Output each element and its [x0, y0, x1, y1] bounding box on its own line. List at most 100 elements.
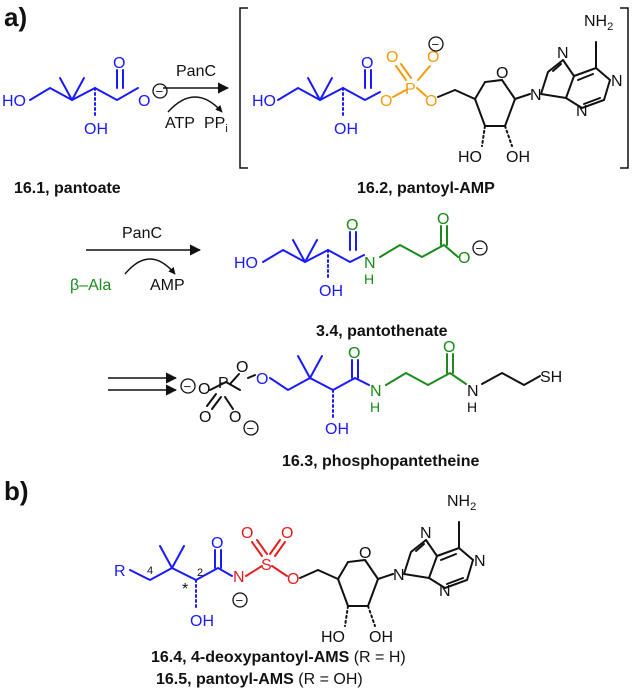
p-163-o-bottom-left: O — [199, 409, 211, 426]
svg-text:−: − — [432, 37, 440, 52]
amp-ho: HO — [252, 93, 276, 110]
label-16-5: 16.5, pantoyl-AMS (R = OH) — [156, 671, 363, 688]
adenine-n3-162: N — [576, 103, 588, 120]
p-163-charge-left: − — [180, 378, 196, 394]
step2-enzyme: PanC — [122, 225, 162, 242]
adenine-nh2-162: NH2 — [584, 13, 613, 33]
pantoate-o: O — [138, 93, 150, 110]
amp-bridge-o: O — [380, 93, 392, 110]
ribose-o-ams: O — [359, 545, 371, 562]
phosphate-group — [392, 63, 431, 98]
step1-ppi: PPi — [204, 115, 228, 135]
adenine-n1-162: N — [611, 73, 623, 90]
adenine-n9-ams: N — [393, 567, 405, 584]
arrow-step1-curve — [167, 96, 223, 113]
phosphate-o-double: O — [386, 49, 398, 66]
ribose-o-162: O — [496, 65, 508, 82]
molecule-phosphopantetheine-cysteamine — [481, 371, 541, 387]
label-16-3: 16.3, phosphopantetheine — [282, 453, 479, 470]
ams-so-left: O — [241, 525, 253, 542]
svg-text:−: − — [184, 379, 192, 394]
pantothenate-carboxy-o: O — [437, 211, 449, 228]
molecule-pantothenate-alanine — [379, 225, 459, 259]
p-163-h2: H — [467, 399, 477, 415]
molecule-pantoyl-amp-pantoyl — [277, 69, 381, 119]
pantothenate-h: H — [364, 271, 374, 287]
label-16-4: 16.4, 4-deoxypantoyl-AMS (R = H) — [151, 649, 406, 666]
p-163-charge-bottom: − — [243, 420, 259, 436]
ams-star: * — [182, 581, 188, 598]
ribose-ho-ams: HO — [321, 629, 345, 646]
ribose-ho-162: HO — [458, 149, 482, 166]
step2-beta-ala: β–Ala — [70, 277, 111, 294]
ams-s: S — [261, 557, 272, 574]
amp-oh: OH — [334, 121, 358, 138]
p-163-p: P — [218, 375, 229, 392]
bracket-left — [239, 7, 248, 169]
molecule-pantothenate-pantoyl — [262, 231, 365, 281]
phosphate-p: P — [405, 81, 416, 98]
ribose-oh-162: OH — [506, 149, 530, 166]
p-163-h1: H — [370, 399, 380, 415]
p-163-o-bottom-right: O — [229, 409, 241, 426]
ams-oh: OH — [190, 613, 214, 630]
p-163-amide1-o: O — [348, 345, 360, 362]
p-163-n2: N — [467, 383, 479, 400]
pantothenate-o: O — [458, 250, 470, 267]
pantothenate-amide-o: O — [346, 217, 358, 234]
p-163-sh: SH — [540, 369, 562, 386]
step2-amp: AMP — [150, 277, 185, 294]
arrow-step2-curve — [124, 258, 176, 275]
label-16-1: 16.1, pantoate — [14, 180, 121, 197]
ams-n: N — [233, 569, 245, 586]
adenine-n9-162: N — [530, 87, 542, 104]
phosphate-o-minus: O — [427, 49, 439, 66]
step1-atp: ATP — [165, 115, 195, 132]
adenine-n3-ams: N — [439, 583, 451, 600]
molecule-ams-pantoyl — [129, 545, 233, 611]
pantothenate-oh: OH — [319, 283, 343, 300]
svg-text:−: − — [236, 593, 244, 608]
pantothenate-charge: − — [472, 240, 488, 256]
ribose-oh-ams: OH — [369, 629, 393, 646]
ams-r: R — [114, 563, 126, 580]
pantoate-charge: − — [152, 83, 168, 99]
p-163-o-top: O — [236, 359, 248, 376]
ams-so-right: O — [281, 525, 293, 542]
svg-text:−: − — [156, 84, 164, 99]
pantoate-oh: OH — [84, 121, 108, 138]
svg-text:−: − — [247, 421, 255, 436]
label-3-4: 3.4, pantothenate — [316, 323, 448, 340]
pantothenate-ho: HO — [234, 255, 258, 272]
pantothenate-n: N — [364, 255, 376, 272]
label-16-2: 16.2, pantoyl-AMP — [357, 180, 495, 197]
p-163-amide2-o: O — [443, 339, 455, 356]
step1-enzyme: PanC — [176, 63, 216, 80]
molecule-phosphopantetheine-alanine — [385, 353, 467, 387]
ams-n-charge: − — [232, 592, 248, 608]
adenine-n7-162: N — [557, 45, 569, 62]
panel-label-a: a) — [4, 2, 27, 32]
p-163-bridge-o: O — [256, 371, 268, 388]
phosphate-charge: − — [428, 36, 444, 52]
p-163-n1: N — [370, 383, 382, 400]
ams-carbonyl-o: O — [211, 535, 223, 552]
adenine-n7-ams: N — [420, 525, 432, 542]
sulfamoyl-group — [245, 539, 288, 577]
p-163-oh: OH — [325, 421, 349, 438]
svg-text:−: − — [476, 241, 484, 256]
pantoate-carbonyl-o: O — [113, 55, 125, 72]
ams-ester-o: O — [287, 571, 299, 588]
ribose-adenine-162 — [437, 41, 612, 147]
adenine-nh2-ams: NH2 — [447, 493, 476, 513]
ams-pos4: 4 — [147, 565, 153, 577]
pantoate-ho: HO — [2, 93, 26, 110]
molecule-phosphopantetheine-pantoyl — [269, 355, 370, 421]
molecule-phosphopantetheine-phosphate — [206, 373, 256, 410]
molecule-pantoate — [29, 69, 139, 119]
ribose-adenine-ams — [299, 521, 475, 627]
ams-pos2: 2 — [197, 567, 203, 579]
bracket-right — [620, 7, 629, 169]
adenine-n1-ams: N — [474, 553, 486, 570]
